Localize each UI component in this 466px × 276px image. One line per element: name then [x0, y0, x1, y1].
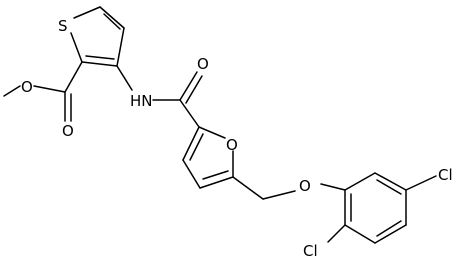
atom-label-ester-carbonyl-oxygen: O	[62, 122, 74, 140]
bond-c3-n	[116, 65, 133, 91]
bond-c4-c3-inner	[376, 220, 402, 237]
atom-labels: S O O HN O O O Cl Cl	[21, 17, 453, 260]
bond-c5-c4	[99, 6, 125, 29]
bond-c4-c3	[116, 27, 125, 67]
atom-label-amide-nitrogen: HN	[130, 92, 153, 110]
methyl-ester-group	[3, 61, 83, 122]
thiophene-ring	[70, 6, 125, 67]
bond-c6-c5-inner	[376, 179, 402, 195]
bond-ch2-oether	[262, 190, 296, 200]
bond-c3-c2	[182, 126, 200, 161]
atom-label-furan-oxygen: O	[226, 136, 238, 154]
furan-ring	[182, 126, 234, 189]
bond-c5-c4	[199, 176, 234, 189]
bond-c3-c2-inner	[85, 55, 115, 60]
atom-label-chlorine-lower: Cl	[303, 242, 318, 260]
bond-c6-c5	[374, 172, 407, 191]
methylene-ether-linker	[232, 176, 346, 200]
atom-label-ester-oxygen: O	[21, 78, 33, 96]
atom-label-chlorine-upper: Cl	[438, 166, 453, 184]
bond-camide-furan	[179, 99, 200, 128]
bond-c2-o1	[198, 126, 226, 139]
bond-c3-c2-inner	[189, 133, 204, 161]
bond-c4-c3	[374, 224, 407, 244]
bond-o-methyl	[3, 85, 21, 97]
bond-c5-c4-inner	[202, 170, 229, 180]
bond-c1-c6	[344, 172, 376, 191]
bond-c2-cl	[327, 224, 346, 243]
bond-ccarbonyl-o	[33, 85, 66, 93]
bond-c5-cl	[405, 175, 437, 191]
bond-c4-c3	[182, 159, 201, 189]
bond-camide-oamide	[179, 71, 198, 101]
atom-label-sulfur: S	[58, 17, 68, 35]
bond-c3-c2	[344, 224, 376, 244]
bond-camide-oamide-double	[185, 75, 203, 104]
dichlorophenyl-ring	[327, 172, 437, 244]
bond-c3-c2	[81, 61, 118, 67]
bond-c2-s	[70, 32, 83, 63]
amide-linker	[116, 65, 203, 128]
bond-s-c5	[73, 6, 101, 19]
atom-label-ether-oxygen: O	[299, 177, 311, 195]
bond-oether-aryl	[320, 183, 346, 191]
bond-c2-ccarbonyl	[64, 61, 83, 93]
bond-c5-c4-inner	[103, 13, 121, 30]
bond-c5-ch2	[232, 176, 264, 200]
atom-label-amide-oxygen: O	[197, 55, 209, 73]
